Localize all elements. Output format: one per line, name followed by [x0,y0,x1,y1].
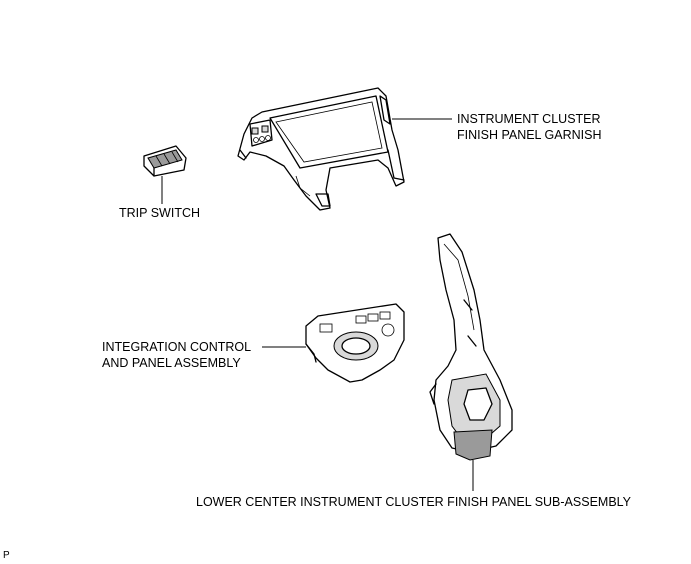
label-instrument-cluster-garnish: INSTRUMENT CLUSTER FINISH PANEL GARNISH [457,112,602,142]
integration-control-panel-part [305,303,405,383]
label-trip-switch: TRIP SWITCH [119,206,201,220]
figure-code: P [3,550,10,561]
trip-switch-part [143,145,187,177]
instrument-cluster-garnish-part [237,87,405,211]
label-integration-control-panel: INTEGRATION CONTROL AND PANEL ASSEMBLY [102,340,252,370]
lower-center-finish-panel-part [429,233,513,461]
label-lower-center-finish-panel: LOWER CENTER INSTRUMENT CLUSTER FINISH P… [196,495,632,509]
